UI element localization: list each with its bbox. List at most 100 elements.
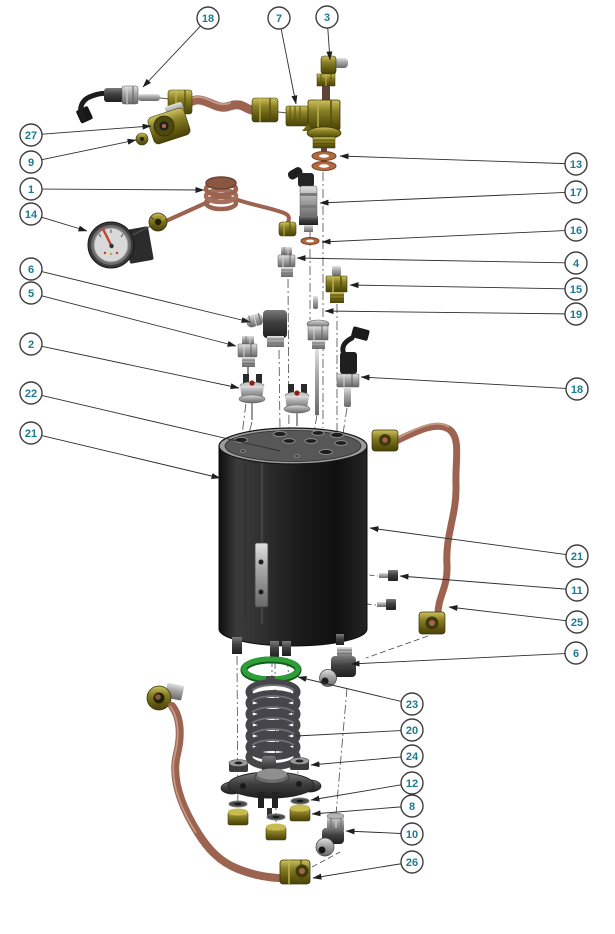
balloon-circle-19	[564, 302, 588, 326]
part-sight-bracket	[254, 542, 269, 608]
leader-line-17	[319, 192, 566, 206]
balloon-circle-4	[564, 251, 588, 275]
balloon-circle-27	[19, 123, 43, 147]
part-safety-valve-2a	[238, 374, 266, 420]
balloon-10: 10	[345, 822, 424, 846]
balloon-13: 13	[339, 152, 588, 176]
leader-line-4	[296, 255, 566, 264]
balloon-12: 12	[310, 771, 424, 802]
balloon-number-27: 27	[25, 130, 37, 142]
balloon-6: 6	[19, 257, 251, 323]
balloon-number-15: 15	[570, 284, 582, 296]
leader-line-22	[41, 395, 281, 452]
balloon-number-18: 18	[202, 13, 214, 25]
part-washers-12	[228, 797, 310, 821]
part-gauge-nut	[148, 212, 168, 232]
leader-line-6	[41, 271, 251, 323]
balloon-8: 8	[311, 794, 424, 818]
balloon-7: 7	[267, 6, 298, 105]
part-gauge-14	[87, 212, 168, 269]
leader-line-1	[41, 186, 205, 193]
leader-line-16	[321, 230, 566, 245]
leader-line-21	[41, 435, 221, 479]
balloon-number-26: 26	[406, 857, 418, 869]
part-fitting-4	[277, 247, 296, 277]
balloon-number-22: 22	[25, 388, 37, 400]
part-elbow-6-bottom	[319, 647, 356, 687]
balloon-circle-14	[19, 202, 43, 226]
part-safety-valve-2b	[283, 384, 311, 426]
leader-line-15	[349, 282, 566, 290]
leader-line-2	[41, 345, 240, 390]
balloon-number-21: 21	[25, 428, 37, 440]
balloon-circle-21	[19, 421, 43, 445]
balloon-circle-17	[564, 180, 588, 204]
leader-line-19	[324, 308, 566, 315]
leader-line-26	[312, 863, 402, 880]
part-vacuum-breaker-17	[287, 167, 318, 232]
balloon-circle-3	[315, 5, 339, 29]
part-elbow-3	[320, 55, 348, 75]
balloon-circle-24	[400, 744, 424, 768]
balloon-18: 18	[142, 6, 220, 88]
balloon-number-17: 17	[570, 187, 582, 199]
leader-line-5	[41, 295, 237, 347]
balloon-circle-18	[196, 6, 220, 30]
balloon-number-5: 5	[28, 288, 34, 300]
balloon-19: 19	[324, 302, 588, 326]
balloon-21: 21	[19, 421, 221, 479]
balloon-number-7: 7	[276, 13, 282, 25]
part-washers-13	[311, 151, 337, 171]
balloon-number-21: 21	[571, 551, 583, 563]
balloon-circle-20	[400, 718, 424, 742]
balloon-2: 2	[19, 332, 240, 390]
balloon-circle-23	[400, 692, 424, 716]
part-bolts-11	[377, 570, 398, 610]
balloon-circle-13	[564, 152, 588, 176]
leader-line-7	[280, 28, 298, 105]
balloon-number-6: 6	[573, 648, 579, 660]
heater-terminals	[258, 792, 278, 816]
part-nut-9	[135, 132, 149, 146]
part-spacers-24	[228, 757, 310, 772]
balloon-circle-6	[19, 257, 43, 281]
leader-line-11	[399, 573, 567, 590]
balloon-number-3: 3	[324, 12, 330, 24]
balloon-6: 6	[350, 641, 588, 667]
balloon-1: 1	[19, 177, 205, 201]
part-valve-27	[147, 102, 191, 145]
balloon-number-11: 11	[571, 585, 583, 597]
part-capillary-nut	[278, 221, 297, 237]
balloon-21: 21	[369, 526, 589, 568]
balloon-15: 15	[349, 277, 588, 301]
leader-line-13	[339, 153, 566, 165]
balloon-circle-9	[19, 150, 43, 174]
balloon-circle-6	[564, 641, 588, 665]
boiler-lid-holes	[234, 430, 348, 458]
balloon-circle-5	[19, 281, 43, 305]
part-valve-body-7	[285, 99, 342, 170]
part-elbow-6-center	[245, 310, 287, 347]
leader-line-27	[41, 123, 152, 135]
balloon-17: 17	[319, 180, 588, 206]
balloon-number-18: 18	[571, 384, 583, 396]
leader-line-18	[360, 374, 567, 389]
balloon-circle-8	[400, 794, 424, 818]
pipe-25-top-nut	[371, 429, 399, 452]
leader-line-21	[369, 526, 567, 555]
balloon-18: 18	[360, 374, 589, 401]
balloon-circle-1	[19, 177, 43, 201]
balloon-circle-25	[565, 610, 589, 634]
leader-line-25	[448, 605, 567, 622]
leader-line-24	[310, 756, 402, 768]
balloon-number-12: 12	[406, 778, 418, 790]
part-temp-sensor-top	[76, 85, 171, 124]
part-elbow-10	[315, 812, 345, 857]
balloon-circle-12	[400, 771, 424, 795]
heater-flange	[220, 768, 322, 799]
part-temp-sensor-center	[336, 326, 370, 407]
balloon-circle-21	[565, 544, 589, 568]
balloon-number-9: 9	[28, 157, 34, 169]
balloon-circle-26	[400, 850, 424, 874]
